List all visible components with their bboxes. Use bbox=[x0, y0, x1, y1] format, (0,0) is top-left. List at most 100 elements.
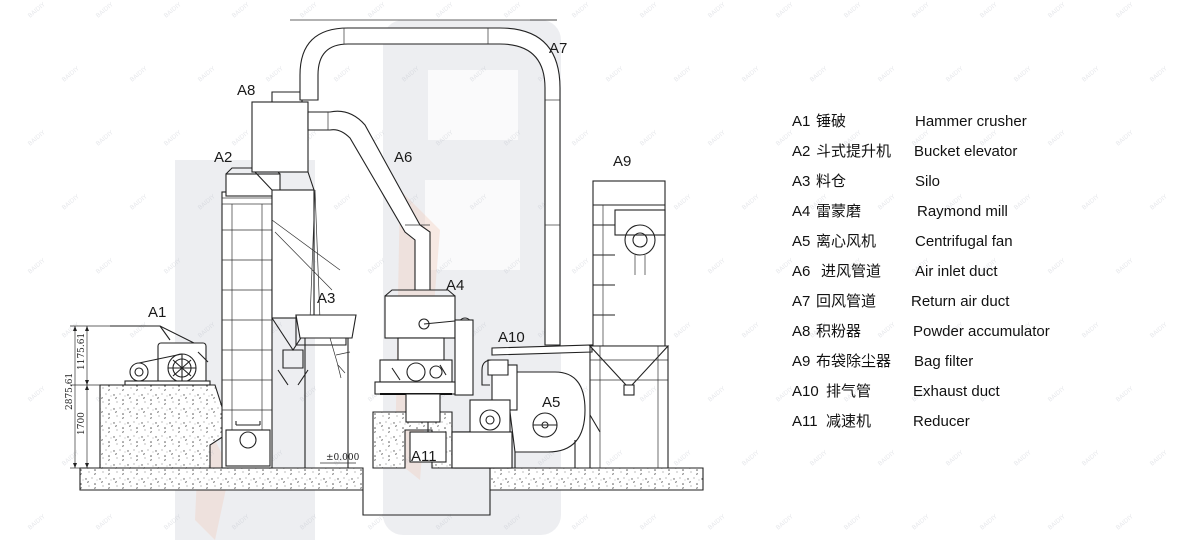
dim-upper: 1175.61 bbox=[77, 333, 87, 370]
watermark-tile: BAIDIY bbox=[27, 129, 47, 147]
watermark-tile: BAIDIY bbox=[1115, 129, 1135, 147]
watermark-tile: BAIDIY bbox=[639, 385, 659, 403]
dim-lower: 1700 bbox=[77, 412, 87, 435]
legend-row: A4 雷蒙磨 Raymond mill bbox=[792, 202, 1008, 220]
watermark-tile: BAIDIY bbox=[95, 1, 115, 19]
watermark-tile: BAIDIY bbox=[333, 193, 353, 211]
watermark-tile: BAIDIY bbox=[639, 513, 659, 531]
watermark-tile: BAIDIY bbox=[1081, 65, 1101, 83]
legend-en: Bucket elevator bbox=[914, 143, 1017, 160]
watermark-tile: BAIDIY bbox=[61, 449, 81, 467]
watermark-tile: BAIDIY bbox=[1081, 321, 1101, 339]
centrifugal-fan-drawing bbox=[451, 364, 601, 469]
watermark-tile: BAIDIY bbox=[1047, 385, 1067, 403]
watermark-tile: BAIDIY bbox=[809, 449, 829, 467]
watermark-tile: BAIDIY bbox=[639, 129, 659, 147]
watermark-tile: BAIDIY bbox=[503, 1, 523, 19]
legend-zh: 排气管 bbox=[826, 382, 871, 400]
watermark-tile: BAIDIY bbox=[1115, 1, 1135, 19]
watermark-tile: BAIDIY bbox=[1149, 449, 1169, 467]
legend-code: A3 bbox=[792, 173, 810, 190]
watermark-tile: BAIDIY bbox=[571, 513, 591, 531]
legend-row: A6 进风管道 Air inlet duct bbox=[792, 262, 998, 280]
watermark-tile: BAIDIY bbox=[707, 385, 727, 403]
label-A3: A3 bbox=[317, 290, 335, 307]
watermark-tile: BAIDIY bbox=[129, 321, 149, 339]
watermark-tile: BAIDIY bbox=[1115, 257, 1135, 275]
watermark-tile: BAIDIY bbox=[163, 1, 183, 19]
duct-system bbox=[290, 19, 561, 346]
watermark-tile: BAIDIY bbox=[27, 385, 47, 403]
silo-drawing: ±0.000 bbox=[295, 314, 360, 468]
watermark-tile: BAIDIY bbox=[367, 1, 387, 19]
bucket-elevator-drawing bbox=[221, 167, 281, 469]
watermark-tile: BAIDIY bbox=[27, 513, 47, 531]
label-A4: A4 bbox=[446, 277, 464, 294]
watermark-tile: BAIDIY bbox=[1013, 65, 1033, 83]
legend-row: A7 回风管道 Return air duct bbox=[792, 292, 1010, 310]
legend-code: A6 bbox=[792, 263, 810, 280]
watermark-tile: BAIDIY bbox=[1115, 513, 1135, 531]
watermark-tile: BAIDIY bbox=[95, 513, 115, 531]
watermark-tile: BAIDIY bbox=[1081, 193, 1101, 211]
legend-zh: 回风管道 bbox=[816, 292, 876, 310]
legend-row: A8 积粉器 Powder accumulator bbox=[792, 322, 1050, 340]
legend-row: A1 锤破 Hammer crusher bbox=[792, 112, 1027, 130]
watermark-tile: BAIDIY bbox=[333, 65, 353, 83]
watermark-tile: BAIDIY bbox=[1115, 385, 1135, 403]
bag-filter-drawing bbox=[588, 180, 670, 468]
watermark-tile: BAIDIY bbox=[95, 257, 115, 275]
dimension-lines bbox=[70, 325, 110, 469]
powder-accumulator-drawing bbox=[251, 91, 347, 386]
legend-code: A4 bbox=[792, 203, 810, 220]
watermark-tile: BAIDIY bbox=[129, 193, 149, 211]
legend-row: A11 减速机 Reducer bbox=[792, 412, 970, 430]
watermark-tile: BAIDIY bbox=[775, 1, 795, 19]
watermark-tile: BAIDIY bbox=[435, 1, 455, 19]
legend-zh: 料仓 bbox=[816, 172, 846, 190]
legend-en: Bag filter bbox=[914, 353, 973, 370]
legend-zh: 锤破 bbox=[816, 112, 846, 130]
hammer-crusher-drawing bbox=[110, 325, 211, 386]
watermark-tile: BAIDIY bbox=[741, 193, 761, 211]
label-A1: A1 bbox=[148, 304, 166, 321]
watermark-tile: BAIDIY bbox=[1013, 193, 1033, 211]
label-A11: A11 bbox=[411, 448, 437, 465]
watermark-tile: BAIDIY bbox=[707, 513, 727, 531]
dim-total: 2875.61 bbox=[65, 373, 75, 410]
watermark-tile: BAIDIY bbox=[571, 1, 591, 19]
watermark-tile: BAIDIY bbox=[877, 193, 897, 211]
watermark-tile: BAIDIY bbox=[571, 129, 591, 147]
watermark-tile: BAIDIY bbox=[741, 449, 761, 467]
watermark-tile: BAIDIY bbox=[707, 257, 727, 275]
watermark-tile: BAIDIY bbox=[843, 513, 863, 531]
legend-zh: 进风管道 bbox=[821, 262, 881, 280]
legend-en: Reducer bbox=[913, 413, 970, 430]
watermark-tile: BAIDIY bbox=[1047, 257, 1067, 275]
watermark-tile: BAIDIY bbox=[367, 513, 387, 531]
legend-zh: 布袋除尘器 bbox=[816, 352, 891, 370]
watermark-tile: BAIDIY bbox=[809, 65, 829, 83]
legend-code: A7 bbox=[792, 293, 810, 310]
legend-code: A5 bbox=[792, 233, 810, 250]
watermark-tile: BAIDIY bbox=[571, 257, 591, 275]
watermark-tile: BAIDIY bbox=[911, 513, 931, 531]
watermark-tile: BAIDIY bbox=[843, 1, 863, 19]
legend-code: A9 bbox=[792, 353, 810, 370]
watermark-tile: BAIDIY bbox=[945, 449, 965, 467]
watermark-tile: BAIDIY bbox=[1047, 1, 1067, 19]
watermark-tile: BAIDIY bbox=[639, 1, 659, 19]
watermark-tile: BAIDIY bbox=[95, 129, 115, 147]
legend-en: Return air duct bbox=[911, 293, 1010, 310]
watermark-tile: BAIDIY bbox=[707, 1, 727, 19]
legend: A1 锤破 Hammer crusher A2 斗式提升机 Bucket ele… bbox=[792, 112, 1050, 430]
watermark-tile: BAIDIY bbox=[299, 1, 319, 19]
watermark-tile: BAIDIY bbox=[1149, 321, 1169, 339]
watermark-tile: BAIDIY bbox=[673, 449, 693, 467]
watermark-tile: BAIDIY bbox=[673, 65, 693, 83]
legend-en: Hammer crusher bbox=[915, 113, 1027, 130]
watermark-tile: BAIDIY bbox=[1149, 65, 1169, 83]
legend-en: Centrifugal fan bbox=[915, 233, 1013, 250]
legend-en: Silo bbox=[915, 173, 940, 190]
